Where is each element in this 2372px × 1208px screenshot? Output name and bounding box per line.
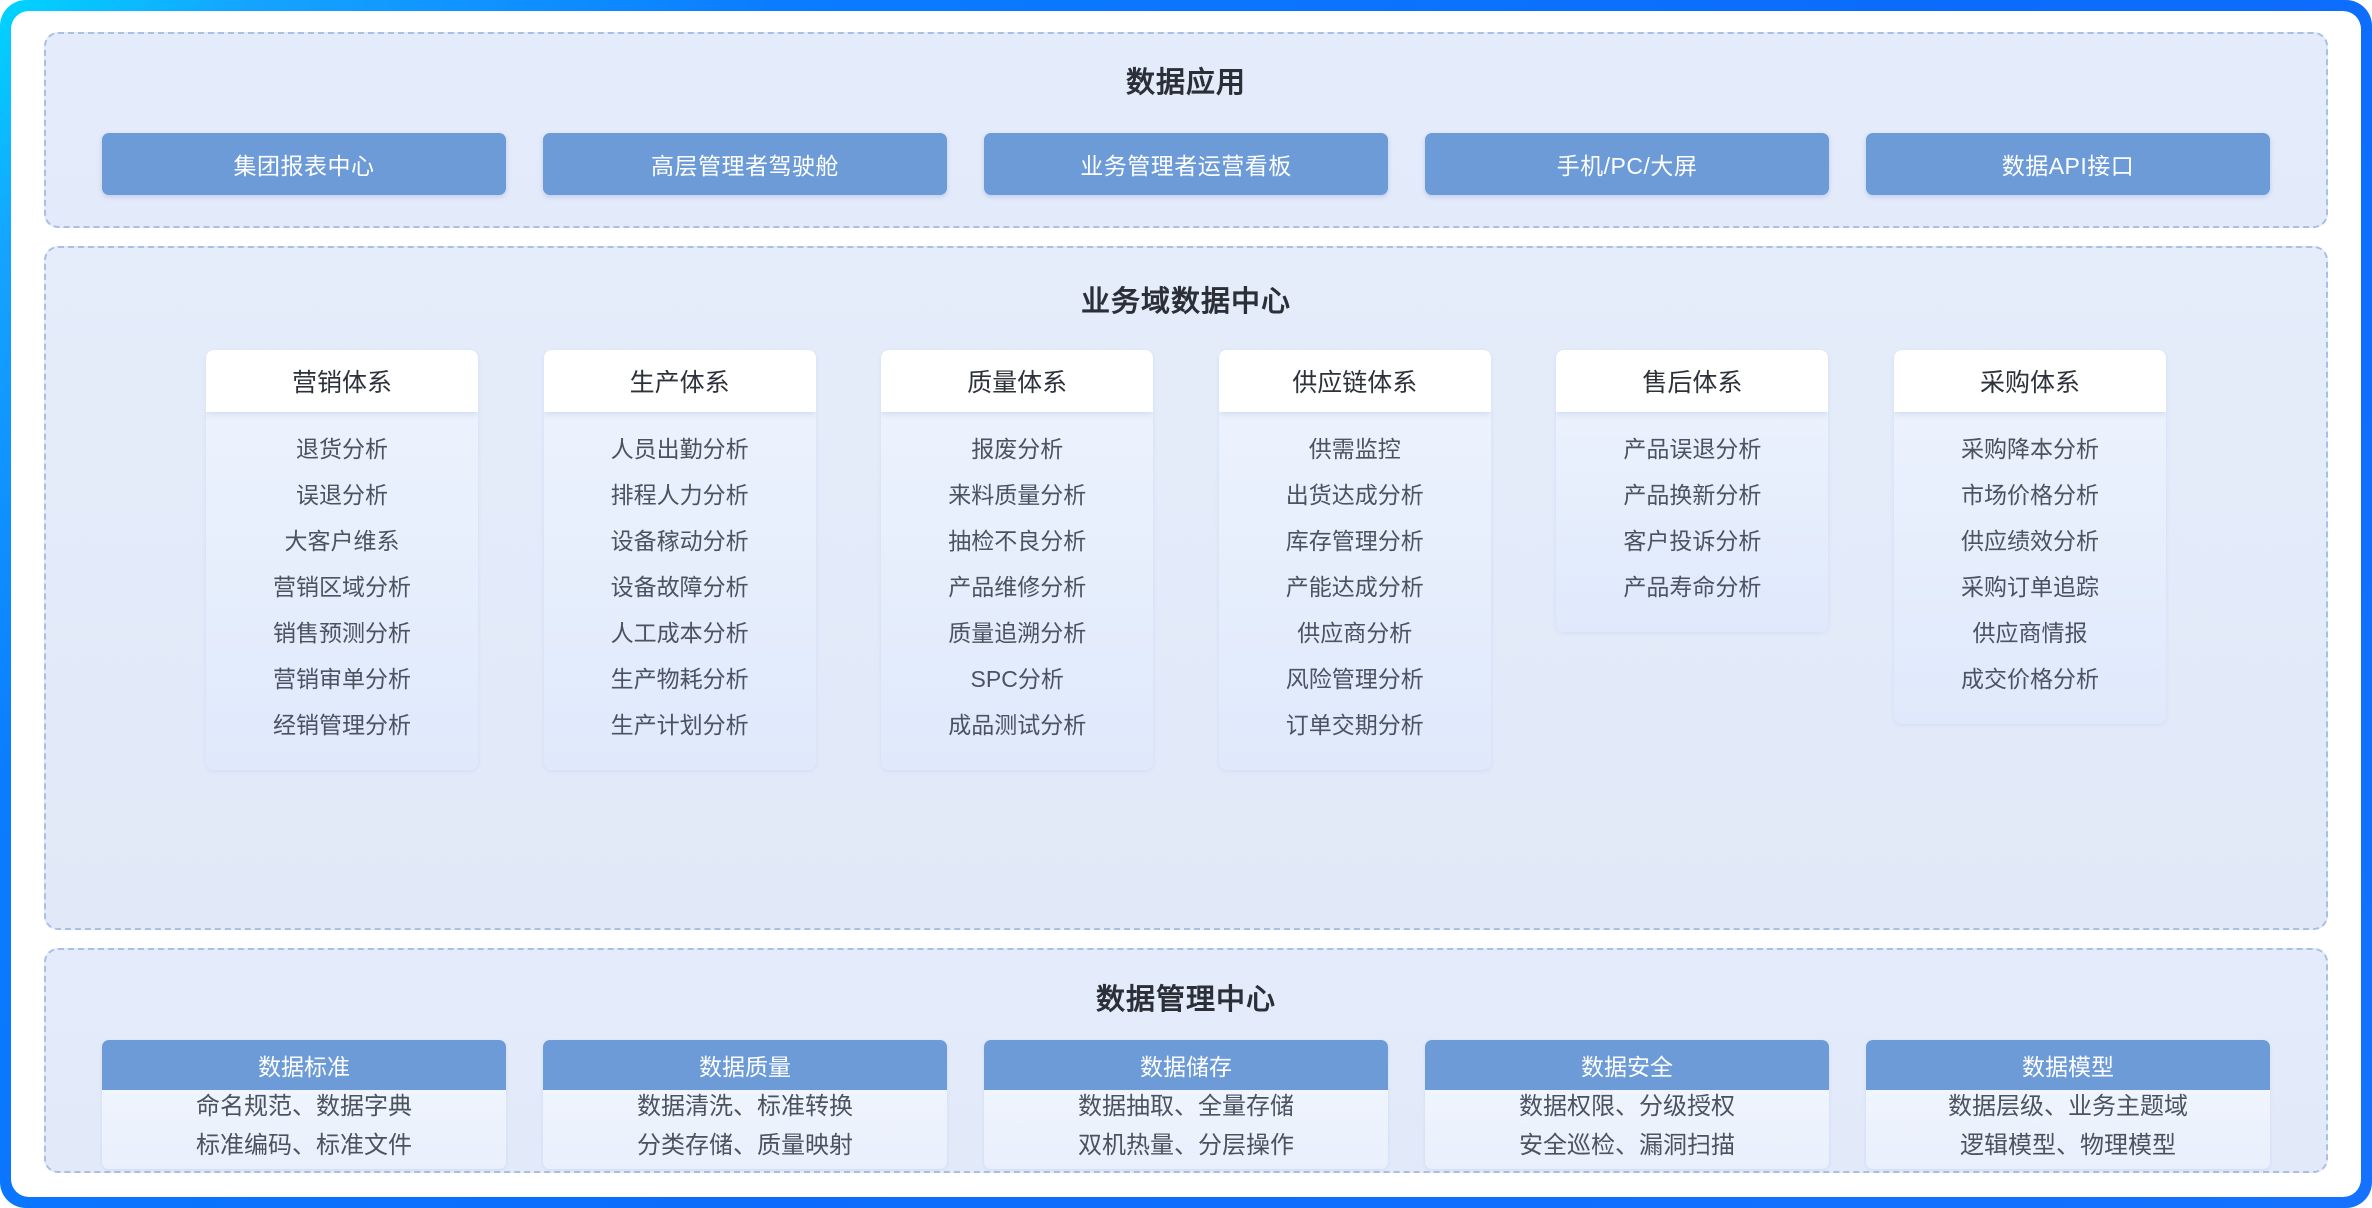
mgmt-line: 数据权限、分级授权 [1519, 1093, 1735, 1120]
section-title-data-management-center: 数据管理中心 [1095, 984, 1276, 1016]
mgmt-line: 双机热量、分层操作 [1078, 1132, 1294, 1159]
mgmt-card-data-security[interactable]: 数据安全 数据权限、分级授权 安全巡检、漏洞扫描 [1425, 1040, 1829, 1169]
mgmt-line: 数据抽取、全量存储 [1078, 1093, 1294, 1120]
domain-item[interactable]: 供需监控 [1308, 436, 1401, 462]
domain-item-list-supply-chain: 供需监控 出货达成分析 库存管理分析 产能达成分析 供应商分析 风险管理分析 订… [1219, 412, 1491, 770]
mgmt-line: 标准编码、标准文件 [196, 1132, 412, 1159]
domain-card-header-after-sales: 售后体系 [1556, 350, 1829, 412]
mgmt-card-header-data-model: 数据模型 [1866, 1040, 2270, 1090]
domain-item[interactable]: 销售预测分析 [273, 620, 411, 646]
domain-item[interactable]: 供应商情报 [1972, 620, 2088, 646]
diagram-canvas: 数据应用 集团报表中心 高层管理者驾驶舱 业务管理者运营看板 手机/PC/大屏 … [11, 11, 2361, 1197]
domain-card-supply-chain[interactable]: 供应链体系 供需监控 出货达成分析 库存管理分析 产能达成分析 供应商分析 风险… [1218, 350, 1491, 770]
domain-item[interactable]: 报废分析 [971, 436, 1064, 462]
mgmt-card-data-standard[interactable]: 数据标准 命名规范、数据字典 标准编码、标准文件 [102, 1040, 506, 1169]
domain-item[interactable]: 库存管理分析 [1285, 528, 1424, 554]
domain-card-header-marketing: 营销体系 [206, 350, 478, 412]
domain-item[interactable]: 误退分析 [296, 482, 388, 508]
mgmt-card-body-data-quality: 数据清洗、标准转换 分类存储、质量映射 [543, 1090, 947, 1169]
section-business-domain-data-center: 业务域数据中心 营销体系 退货分析 误退分析 大客户维系 营销区域分析 销售预测… [44, 246, 2328, 930]
mgmt-card-header-data-storage: 数据储存 [984, 1040, 1388, 1090]
domain-card-quality[interactable]: 质量体系 报废分析 来料质量分析 抽检不良分析 产品维修分析 质量追溯分析 SP… [881, 350, 1154, 770]
data-management-card-row: 数据标准 命名规范、数据字典 标准编码、标准文件 数据质量 数据清洗、标准转换 … [46, 1018, 2326, 1197]
mgmt-line: 分类存储、质量映射 [637, 1132, 853, 1159]
mgmt-line: 安全巡检、漏洞扫描 [1519, 1132, 1735, 1159]
mgmt-line: 数据层级、业务主题域 [1948, 1093, 2188, 1120]
domain-card-production[interactable]: 生产体系 人员出勤分析 排程人力分析 设备稼动分析 设备故障分析 人工成本分析 … [543, 350, 816, 770]
domain-item[interactable]: 生产物耗分析 [610, 666, 749, 692]
domain-item[interactable]: 生产计划分析 [610, 712, 749, 738]
domain-card-header-production: 生产体系 [543, 350, 816, 412]
domain-item[interactable]: 订单交期分析 [1285, 712, 1424, 738]
domain-item[interactable]: 经销管理分析 [273, 712, 411, 738]
domain-item[interactable]: 来料质量分析 [948, 482, 1087, 508]
domain-item[interactable]: 设备稼动分析 [610, 528, 749, 554]
app-chip-mobile-pc-bigscreen[interactable]: 手机/PC/大屏 [1425, 132, 1829, 195]
mgmt-card-body-data-storage: 数据抽取、全量存储 双机热量、分层操作 [984, 1090, 1388, 1169]
domain-item[interactable]: 质量追溯分析 [948, 620, 1087, 646]
domain-item-list-quality: 报废分析 来料质量分析 抽检不良分析 产品维修分析 质量追溯分析 SPC分析 成… [881, 412, 1153, 770]
section-title-data-application: 数据应用 [1125, 67, 1246, 99]
domain-item[interactable]: 出货达成分析 [1285, 482, 1424, 508]
domain-item[interactable]: 产品维修分析 [948, 574, 1087, 600]
domain-item[interactable]: 人员出勤分析 [610, 436, 749, 462]
mgmt-card-header-data-standard: 数据标准 [102, 1040, 506, 1090]
mgmt-line: 逻辑模型、物理模型 [1960, 1132, 2176, 1159]
domain-card-header-supply-chain: 供应链体系 [1218, 350, 1491, 412]
domain-item[interactable]: 供应绩效分析 [1960, 528, 2099, 554]
section-title-business-domain-data-center: 业务域数据中心 [1080, 286, 1291, 318]
domain-item[interactable]: 产品误退分析 [1623, 436, 1762, 462]
mgmt-line: 命名规范、数据字典 [196, 1093, 412, 1120]
domain-item-list-procurement: 采购降本分析 市场价格分析 供应绩效分析 采购订单追踪 供应商情报 成交价格分析 [1894, 412, 2166, 724]
domain-item[interactable]: 设备故障分析 [610, 574, 749, 600]
domain-item[interactable]: 排程人力分析 [610, 482, 749, 508]
domain-item[interactable]: 产能达成分析 [1285, 574, 1424, 600]
app-chip-data-api[interactable]: 数据API接口 [1866, 132, 2270, 195]
mgmt-line: 数据清洗、标准转换 [637, 1093, 853, 1120]
domain-card-after-sales[interactable]: 售后体系 产品误退分析 产品换新分析 客户投诉分析 产品寿命分析 [1556, 350, 1829, 632]
app-chip-executive-cockpit[interactable]: 高层管理者驾驶舱 [543, 132, 947, 195]
domain-card-procurement[interactable]: 采购体系 采购降本分析 市场价格分析 供应绩效分析 采购订单追踪 供应商情报 成… [1893, 350, 2166, 724]
data-application-chip-row: 集团报表中心 高层管理者驾驶舱 业务管理者运营看板 手机/PC/大屏 数据API… [46, 101, 2326, 226]
mgmt-card-body-data-standard: 命名规范、数据字典 标准编码、标准文件 [102, 1090, 506, 1169]
domain-item-list-marketing: 退货分析 误退分析 大客户维系 营销区域分析 销售预测分析 营销审单分析 经销管… [206, 412, 478, 770]
domain-item[interactable]: 产品寿命分析 [1623, 574, 1762, 600]
mgmt-card-data-model[interactable]: 数据模型 数据层级、业务主题域 逻辑模型、物理模型 [1866, 1040, 2270, 1169]
app-chip-business-manager-dashboard[interactable]: 业务管理者运营看板 [984, 132, 1388, 195]
domain-item[interactable]: 产品换新分析 [1623, 482, 1762, 508]
domain-item[interactable]: 风险管理分析 [1285, 666, 1424, 692]
domain-item[interactable]: 抽检不良分析 [948, 528, 1087, 554]
section-data-management-center: 数据管理中心 数据标准 命名规范、数据字典 标准编码、标准文件 数据质量 数据清… [44, 948, 2328, 1173]
domain-item[interactable]: 营销区域分析 [273, 574, 411, 600]
section-data-application: 数据应用 集团报表中心 高层管理者驾驶舱 业务管理者运营看板 手机/PC/大屏 … [44, 32, 2328, 228]
domain-item[interactable]: 成交价格分析 [1960, 666, 2099, 692]
mgmt-card-body-data-model: 数据层级、业务主题域 逻辑模型、物理模型 [1866, 1090, 2270, 1169]
domain-item[interactable]: 采购降本分析 [1960, 436, 2099, 462]
business-domain-column-row: 营销体系 退货分析 误退分析 大客户维系 营销区域分析 销售预测分析 营销审单分… [46, 320, 2326, 928]
domain-item-list-after-sales: 产品误退分析 产品换新分析 客户投诉分析 产品寿命分析 [1556, 412, 1828, 632]
domain-item[interactable]: 营销审单分析 [273, 666, 411, 692]
domain-card-header-procurement: 采购体系 [1893, 350, 2166, 412]
domain-item[interactable]: 退货分析 [296, 436, 388, 462]
mgmt-card-body-data-security: 数据权限、分级授权 安全巡检、漏洞扫描 [1425, 1090, 1829, 1169]
mgmt-card-header-data-quality: 数据质量 [543, 1040, 947, 1090]
mgmt-card-header-data-security: 数据安全 [1425, 1040, 1829, 1090]
domain-card-marketing[interactable]: 营销体系 退货分析 误退分析 大客户维系 营销区域分析 销售预测分析 营销审单分… [206, 350, 478, 770]
domain-item[interactable]: 人工成本分析 [610, 620, 749, 646]
domain-item[interactable]: 客户投诉分析 [1623, 528, 1762, 554]
domain-item[interactable]: SPC分析 [970, 666, 1064, 692]
domain-item[interactable]: 成品测试分析 [948, 712, 1087, 738]
domain-item[interactable]: 供应商分析 [1297, 620, 1413, 646]
domain-item[interactable]: 大客户维系 [284, 528, 400, 554]
mgmt-card-data-quality[interactable]: 数据质量 数据清洗、标准转换 分类存储、质量映射 [543, 1040, 947, 1169]
mgmt-card-data-storage[interactable]: 数据储存 数据抽取、全量存储 双机热量、分层操作 [984, 1040, 1388, 1169]
domain-item[interactable]: 采购订单追踪 [1960, 574, 2099, 600]
domain-item-list-production: 人员出勤分析 排程人力分析 设备稼动分析 设备故障分析 人工成本分析 生产物耗分… [544, 412, 816, 770]
domain-card-header-quality: 质量体系 [881, 350, 1154, 412]
app-chip-group-report-center[interactable]: 集团报表中心 [102, 132, 506, 195]
domain-item[interactable]: 市场价格分析 [1960, 482, 2099, 508]
